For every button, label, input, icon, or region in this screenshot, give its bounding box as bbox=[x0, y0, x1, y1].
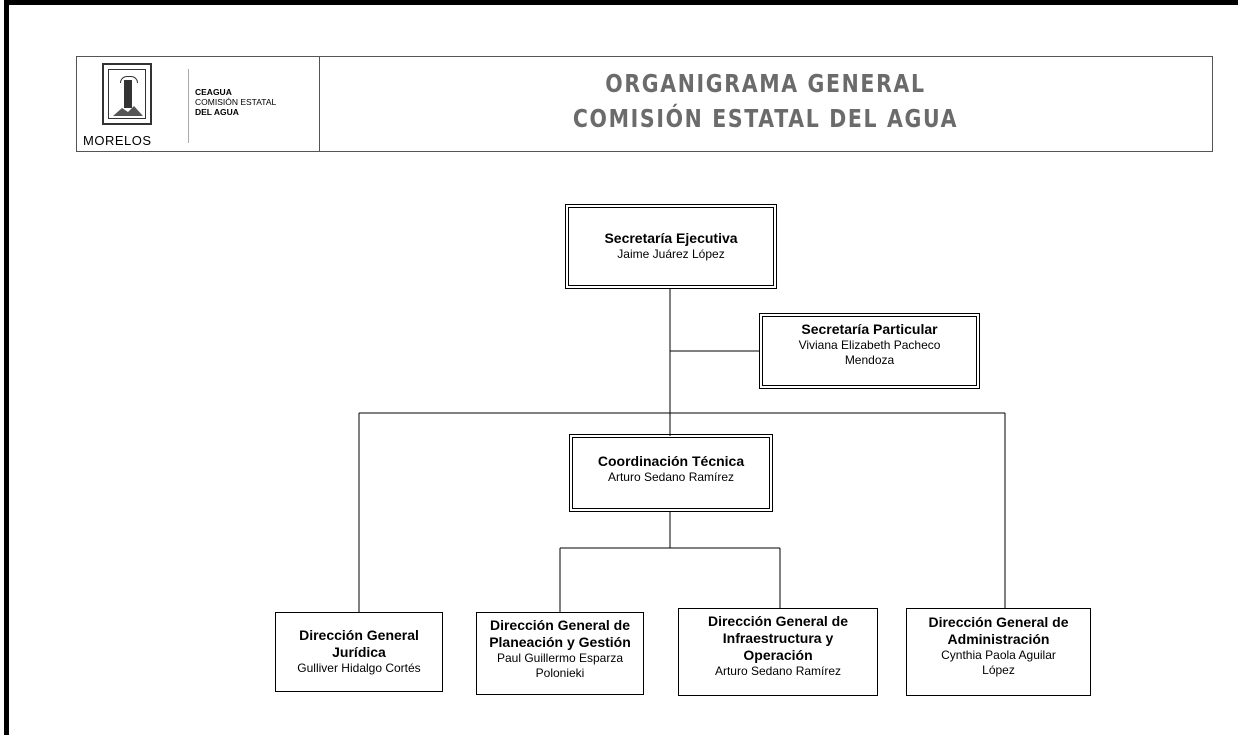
org-box-direccion-infraestructura: Dirección General de Infraestructura y O… bbox=[678, 608, 878, 696]
title-line-2: COMISIÓN ESTATAL DEL AGUA bbox=[572, 104, 959, 133]
org-box-direccion-administracion: Dirección General de Administración Cynt… bbox=[906, 608, 1091, 696]
org-box-secretaria-particular: Secretaría Particular Viviana Elizabeth … bbox=[759, 313, 980, 389]
document-header: MORELOS CEAGUA COMISIÓN ESTATAL DEL AGUA… bbox=[76, 56, 1213, 152]
title-line-1: ORGANIGRAMA GENERAL bbox=[605, 69, 926, 98]
state-name: MORELOS bbox=[83, 133, 152, 148]
agency-logo-text: CEAGUA COMISIÓN ESTATAL DEL AGUA bbox=[195, 87, 277, 117]
page-frame bbox=[4, 0, 1238, 735]
page-title: ORGANIGRAMA GENERAL COMISIÓN ESTATAL DEL… bbox=[319, 57, 1212, 151]
morelos-seal-icon bbox=[102, 63, 152, 125]
logo-area: MORELOS CEAGUA COMISIÓN ESTATAL DEL AGUA bbox=[77, 57, 320, 151]
org-box-secretaria-ejecutiva: Secretaría Ejecutiva Jaime Juárez López bbox=[565, 204, 777, 289]
org-box-direccion-planeacion: Dirección General de Planeación y Gestió… bbox=[476, 612, 644, 695]
org-box-coordinacion-tecnica: Coordinación Técnica Arturo Sedano Ramír… bbox=[569, 434, 773, 512]
org-box-direccion-juridica: Dirección General Jurídica Gulliver Hida… bbox=[275, 612, 443, 692]
logo-divider bbox=[188, 69, 189, 143]
